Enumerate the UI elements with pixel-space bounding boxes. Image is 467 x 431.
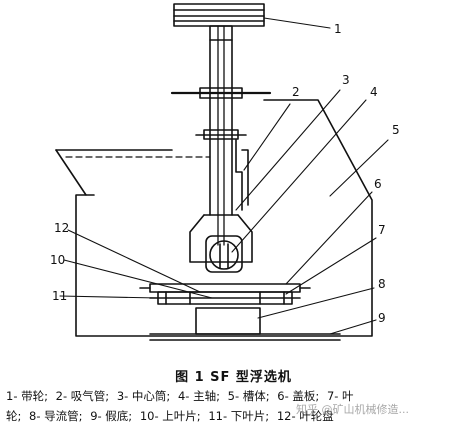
false-bottom <box>149 307 341 341</box>
suction-pipe <box>235 139 249 211</box>
callout-7: 7 <box>378 223 386 237</box>
central-tube <box>203 39 239 216</box>
callout-3: 3 <box>342 73 350 87</box>
legend-item: 9- 假底; <box>90 409 133 423</box>
callout-6: 6 <box>374 177 382 191</box>
callout-2: 2 <box>292 85 300 99</box>
legend-line-2: 轮; 8- 导流管; 9- 假底; 10- 上叶片; 11- 下叶片; 12- … <box>6 406 464 426</box>
callout-9: 9 <box>378 311 386 325</box>
callout-11: 11 <box>52 289 67 303</box>
impeller <box>139 283 311 305</box>
legend-item: 10- 上叶片; <box>139 409 201 423</box>
legend-item: 轮; <box>6 409 22 423</box>
figure-legend: 1- 带轮; 2- 吸气管; 3- 中心筒; 4- 主轴; 5- 槽体; 6- … <box>6 386 464 426</box>
legend-item: 5- 槽体; <box>227 389 270 403</box>
legend-item: 1- 带轮; <box>6 389 48 403</box>
legend-item: 3- 中心筒; <box>116 389 171 403</box>
legend-line-1: 1- 带轮; 2- 吸气管; 3- 中心筒; 4- 主轴; 5- 槽体; 6- … <box>6 386 464 406</box>
cover-housing <box>189 214 253 273</box>
callout-4: 4 <box>370 85 378 99</box>
bearing-collars <box>170 87 272 140</box>
callout-5: 5 <box>392 123 400 137</box>
legend-item: 6- 盖板; <box>277 389 320 403</box>
figure-caption: 图 1 SF 型浮选机 <box>175 370 292 385</box>
callout-8: 8 <box>378 277 386 291</box>
legend-item: 12- 叶轮盘 <box>276 409 334 423</box>
legend-item: 7- 叶 <box>326 389 354 403</box>
legend-item: 2- 吸气管; <box>55 389 110 403</box>
pulley <box>173 3 265 27</box>
callout-1: 1 <box>334 22 342 36</box>
legend-item: 4- 主轴; <box>177 389 220 403</box>
tank-body <box>55 99 373 337</box>
watermark: 知乎 @矿山机械修造... <box>296 403 409 416</box>
leader-lines <box>59 17 389 335</box>
legend-item: 8- 导流管; <box>29 409 83 423</box>
callout-12: 12 <box>54 221 69 235</box>
legend-item: 11- 下叶片; <box>208 409 270 423</box>
callout-10: 10 <box>50 253 65 267</box>
